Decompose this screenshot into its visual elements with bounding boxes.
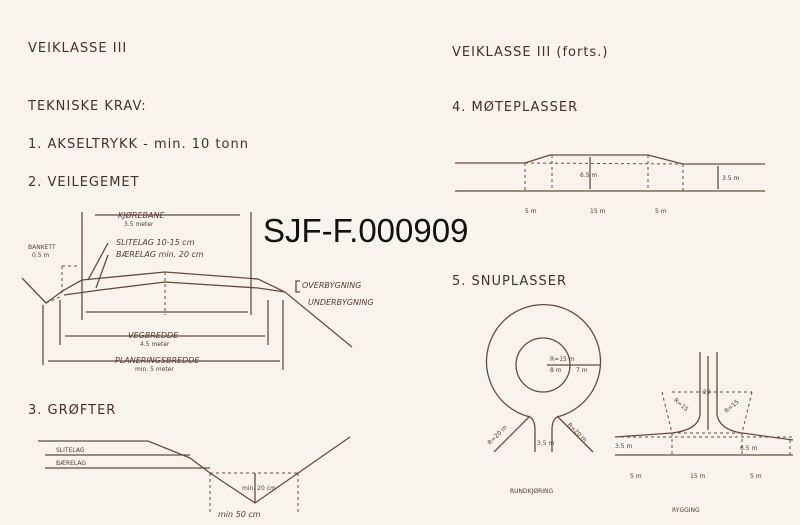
kjorebane-width: 3.5 meter [124,221,154,228]
item-moteplasser: 4. MØTEPLASSER [452,100,578,115]
rygging-depth: 20 [703,389,711,396]
rygging-diagram [614,352,794,456]
rygging-r-right: R=15 [723,399,741,415]
rygging-d3: 5 m [750,473,762,480]
moteplass-narrow: 3.5 m [722,175,739,182]
item-grofter: 3. GRØFTER [28,403,116,418]
underbygning-label: UNDERBYGNING [308,298,374,307]
bankett-label: BANKETT [28,244,56,251]
heading-left: VEIKLASSE III [28,41,127,56]
archive-watermark: SJF-F.000909 [263,212,469,249]
rundkjoring-neck: 3.5 m [537,440,554,447]
bankett-width: 0.5 m [32,252,49,259]
rygging-narrow: 3.5 m [615,443,632,450]
rundkjoring-inner: 8 m [550,367,562,374]
baerelag-label: BÆRELAG min. 20 cm [116,250,204,259]
rygging-r-left: R=15 [672,397,690,413]
rundkjoring-diagram [485,304,602,453]
kjorebane-label: KJØREBANE [118,210,165,220]
heading-right: VEIKLASSE III (forts.) [452,45,608,60]
rygging-wide: 6.5 m [740,445,757,452]
planeringsbredde-label: PLANERINGSBREDDE [115,356,200,365]
rundkjoring-r-right: R=20 m [566,422,588,444]
item-snuplasser: 5. SNUPLASSER [452,274,567,289]
vegbredde-width: 4.5 meter [140,341,170,348]
overbygning-label: OVERBYGNING [302,281,361,290]
item-veilegemet: 2. VEILEGEMET [28,175,140,190]
planeringsbredde-width: min. 5 meter [135,366,174,373]
moteplass-d3: 5 m [655,208,667,215]
grofter-baerelag: BÆRELAG [56,460,86,467]
slitelag-label: SLITELAG 10-15 cm [116,238,195,247]
vegbredde-label: VEGBREDDE [128,331,179,340]
moteplass-d1: 5 m [525,208,537,215]
rygging-label: RYGGING [672,507,700,514]
grofter-slitelag: SLITELAG [56,447,85,454]
grofter-section [38,436,351,512]
veilegemet-section [21,212,353,370]
grofter-depth: min. 20 cm [242,485,276,492]
rundkjoring-r: R=15 m [550,356,575,363]
item-akseltrykk: 1. AKSELTRYKK - min. 10 tonn [28,137,249,152]
moteplass-wide: 6.5 m [580,172,597,179]
rundkjoring-outer: 7 m [576,367,588,374]
moteplass-d2: 15 m [590,208,606,215]
rundkjoring-label: RUNDKJØRING [510,488,554,495]
rygging-d2: 15 m [690,473,706,480]
grofter-width: min 50 cm [218,510,261,519]
rygging-d1: 5 m [630,473,642,480]
moteplasser-section [455,154,765,192]
subheading: TEKNISKE KRAV: [27,99,147,114]
rundkjoring-r-left: R=20 m [487,424,509,446]
